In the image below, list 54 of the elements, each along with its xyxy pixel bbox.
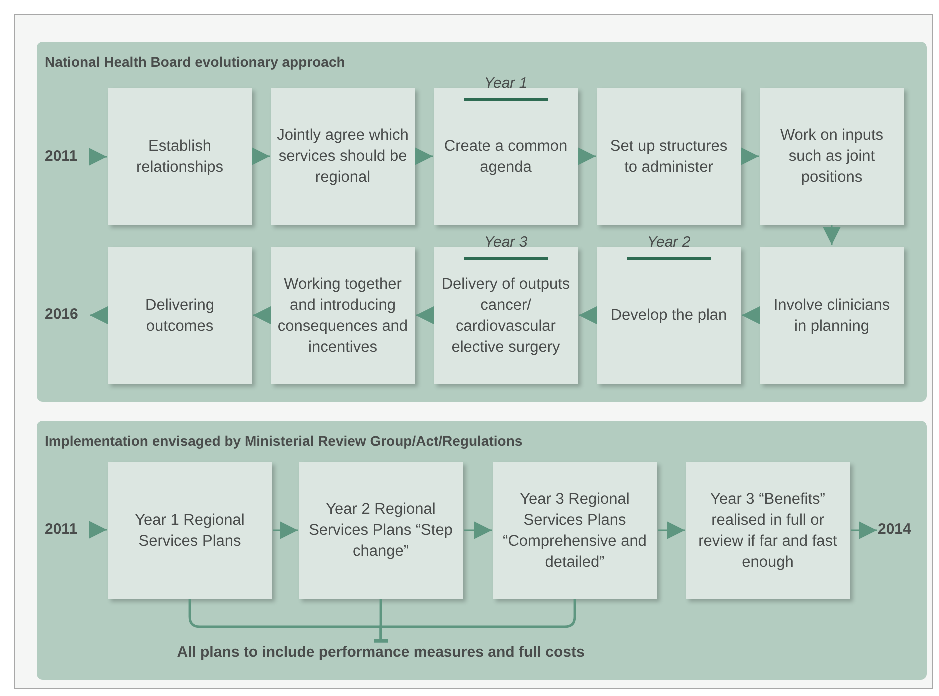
section-title: Implementation envisaged by Ministerial Review Group/Act/Regulations: [45, 433, 523, 449]
arrow: [742, 306, 760, 324]
step-text: Year 3 “Benefits” realised in full or review if far and fast enough: [698, 490, 838, 572]
arrow: [89, 521, 107, 539]
step-box: [686, 462, 850, 599]
section-title: National Health Board evolutionary approach: [45, 54, 346, 70]
step-text: Set up structures to administer: [609, 136, 729, 178]
step-box: [108, 247, 252, 384]
year-label: Year 1: [464, 75, 548, 101]
year-marker: 2016: [45, 305, 89, 325]
year-marker: 2014: [878, 520, 922, 540]
step-box: [108, 88, 252, 225]
step-text: Working together and introducing consequences and incentives: [276, 274, 410, 358]
step-text: Delivering outcomes: [144, 296, 216, 336]
arrow: [90, 306, 108, 324]
arrow: [741, 148, 759, 166]
year-label: Year 2: [627, 234, 711, 260]
arrow: [851, 522, 877, 540]
section-panel: [37, 421, 927, 680]
bracket-line: [372, 599, 576, 643]
step-text: Delivery of outputs cancer/ cardiovascular elective surgery: [440, 274, 572, 358]
note-text: All plans to include performance measures and full costs: [131, 643, 631, 663]
arrow: [658, 522, 685, 540]
arrow: [253, 306, 271, 324]
step-box: [271, 247, 415, 384]
year-marker: 2011: [45, 147, 89, 167]
arrow: [252, 148, 270, 166]
step-box: [493, 462, 657, 599]
step-box: [299, 462, 463, 599]
step-text: Year 1 Regional Services Plans: [134, 510, 246, 552]
arrow: [823, 225, 841, 245]
step-box: [597, 88, 741, 225]
arrow: [578, 148, 596, 166]
step-text: Develop the plan: [610, 306, 728, 326]
year-label: Year 3: [464, 234, 548, 260]
arrow: [273, 522, 298, 540]
step-text: Work on inputs such as joint positions: [779, 126, 885, 188]
arrow: [89, 148, 107, 166]
arrow: [416, 306, 434, 324]
step-box: [760, 247, 904, 384]
arrow: [579, 306, 597, 324]
step-text: Year 2 Regional Services Plans “Step change”: [308, 500, 454, 562]
year-marker: 2011: [45, 520, 89, 540]
step-box: [271, 88, 415, 225]
step-text: Establish relationships: [135, 136, 225, 178]
step-text: Year 3 Regional Services Plans “Comprehensive and detailed”: [502, 490, 648, 572]
step-text: Create a common agenda: [443, 136, 569, 178]
arrow: [415, 148, 433, 166]
arrow: [464, 522, 492, 540]
step-text: Involve clinicians in planning: [772, 296, 892, 336]
section-panel: [37, 42, 927, 402]
step-text: Jointly agree which services should be regional: [276, 126, 410, 188]
step-box: [108, 462, 272, 599]
step-box: [760, 88, 904, 225]
